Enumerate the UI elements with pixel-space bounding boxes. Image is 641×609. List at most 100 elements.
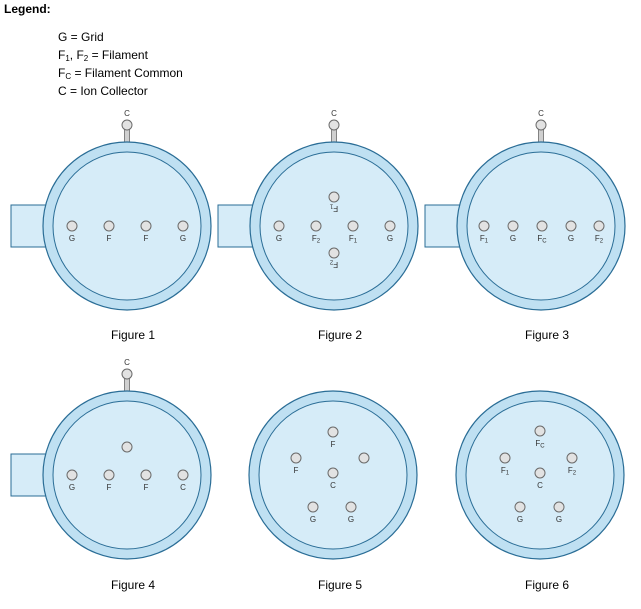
pin [273, 220, 285, 232]
pin [593, 220, 605, 232]
collector-pin [121, 368, 133, 380]
pin-label-main: G [348, 515, 354, 524]
pin-label: F [331, 440, 336, 449]
pin-label: G [510, 234, 516, 243]
pin-label-main: G [556, 515, 562, 524]
pin [384, 220, 396, 232]
figure-caption: Figure 2 [318, 328, 362, 342]
legend-item: G = Grid [58, 28, 183, 46]
pin-label-sub: 2 [573, 471, 577, 477]
legend-text: C = Ion Collector [58, 84, 148, 98]
pin [345, 501, 357, 513]
pin-label-main: F [107, 234, 112, 243]
pin [507, 220, 519, 232]
pin-label: C [180, 483, 186, 492]
legend-text: G = Grid [58, 30, 104, 44]
tube-inner [52, 151, 202, 301]
pin-label-sub: 2 [600, 239, 604, 245]
pin [177, 220, 189, 232]
pin-label-sub: C [542, 239, 547, 245]
pin-label-main: F [349, 234, 354, 243]
pin-label: F [294, 466, 299, 475]
pin-label-main: F [595, 234, 600, 243]
pin [327, 467, 339, 479]
pin-label: F1 [501, 466, 510, 477]
collector-pin-label: C [124, 109, 130, 118]
pin-label-main: F [144, 483, 149, 492]
pin [177, 469, 189, 481]
pin-label-main: C [180, 483, 186, 492]
pin [103, 469, 115, 481]
pin-label-main: F [331, 440, 336, 449]
figure-caption: Figure 6 [525, 578, 569, 592]
pin-label-main: F [312, 234, 317, 243]
pin-label-main: F [568, 466, 573, 475]
pin-label: F [144, 234, 149, 243]
pin-label-main: G [69, 483, 75, 492]
pin-label-main: G [510, 234, 516, 243]
collector-pin [535, 119, 547, 131]
pin-label-main: G [568, 234, 574, 243]
pin-label-main: F [333, 204, 338, 213]
pin-label-sub: 1 [354, 239, 358, 245]
pin-label: F [144, 483, 149, 492]
pin-label: G [69, 483, 75, 492]
figure-caption: Figure 1 [111, 328, 155, 342]
legend-subscript: 1 [65, 54, 70, 63]
pin-label-main: G [69, 234, 75, 243]
legend-subscript: C [65, 72, 72, 81]
pin-label: F [107, 234, 112, 243]
pin [328, 191, 340, 203]
legend-item: C = Ion Collector [58, 82, 183, 100]
pin-label-main: C [537, 481, 543, 490]
pin [565, 220, 577, 232]
legend-text: F [58, 48, 66, 62]
pin-label-sub: 1 [329, 203, 333, 209]
collector-pin [121, 119, 133, 131]
pin-label: G [387, 234, 393, 243]
tube-inner [52, 400, 202, 550]
pin-label: F [107, 483, 112, 492]
pin [536, 220, 548, 232]
pin-label: G [556, 515, 562, 524]
pin-label-main: F [294, 466, 299, 475]
pin-label: G [517, 515, 523, 524]
pin-label-main: C [330, 481, 336, 490]
pin [307, 501, 319, 513]
pin-label: G [276, 234, 282, 243]
figure-caption: Figure 5 [318, 578, 362, 592]
pin [66, 220, 78, 232]
pin-label: C [330, 481, 336, 490]
pin-label-main: F [333, 260, 338, 269]
pin-label-sub: C [540, 444, 545, 450]
pin [347, 220, 359, 232]
pin-label-main: G [180, 234, 186, 243]
pin-label: F2 [568, 466, 577, 477]
pin-label-main: G [276, 234, 282, 243]
pin-label-main: G [517, 515, 523, 524]
pin-label-sub: 2 [329, 259, 333, 265]
pin [478, 220, 490, 232]
pin-label: G [69, 234, 75, 243]
pin [121, 441, 133, 453]
figure-caption: Figure 3 [525, 328, 569, 342]
pin [358, 452, 370, 464]
collector-pin [328, 119, 340, 131]
pin [534, 425, 546, 437]
pin-label: F1 [480, 234, 489, 245]
pin [499, 452, 511, 464]
pin [534, 467, 546, 479]
pin-label-sub: 1 [506, 471, 510, 477]
pin [328, 247, 340, 259]
pin-label-main: F [537, 234, 542, 243]
pin-label: FC [535, 439, 545, 450]
pin-label: F2 [312, 234, 321, 245]
pin-label: G [180, 234, 186, 243]
collector-pin-label: C [331, 109, 337, 118]
